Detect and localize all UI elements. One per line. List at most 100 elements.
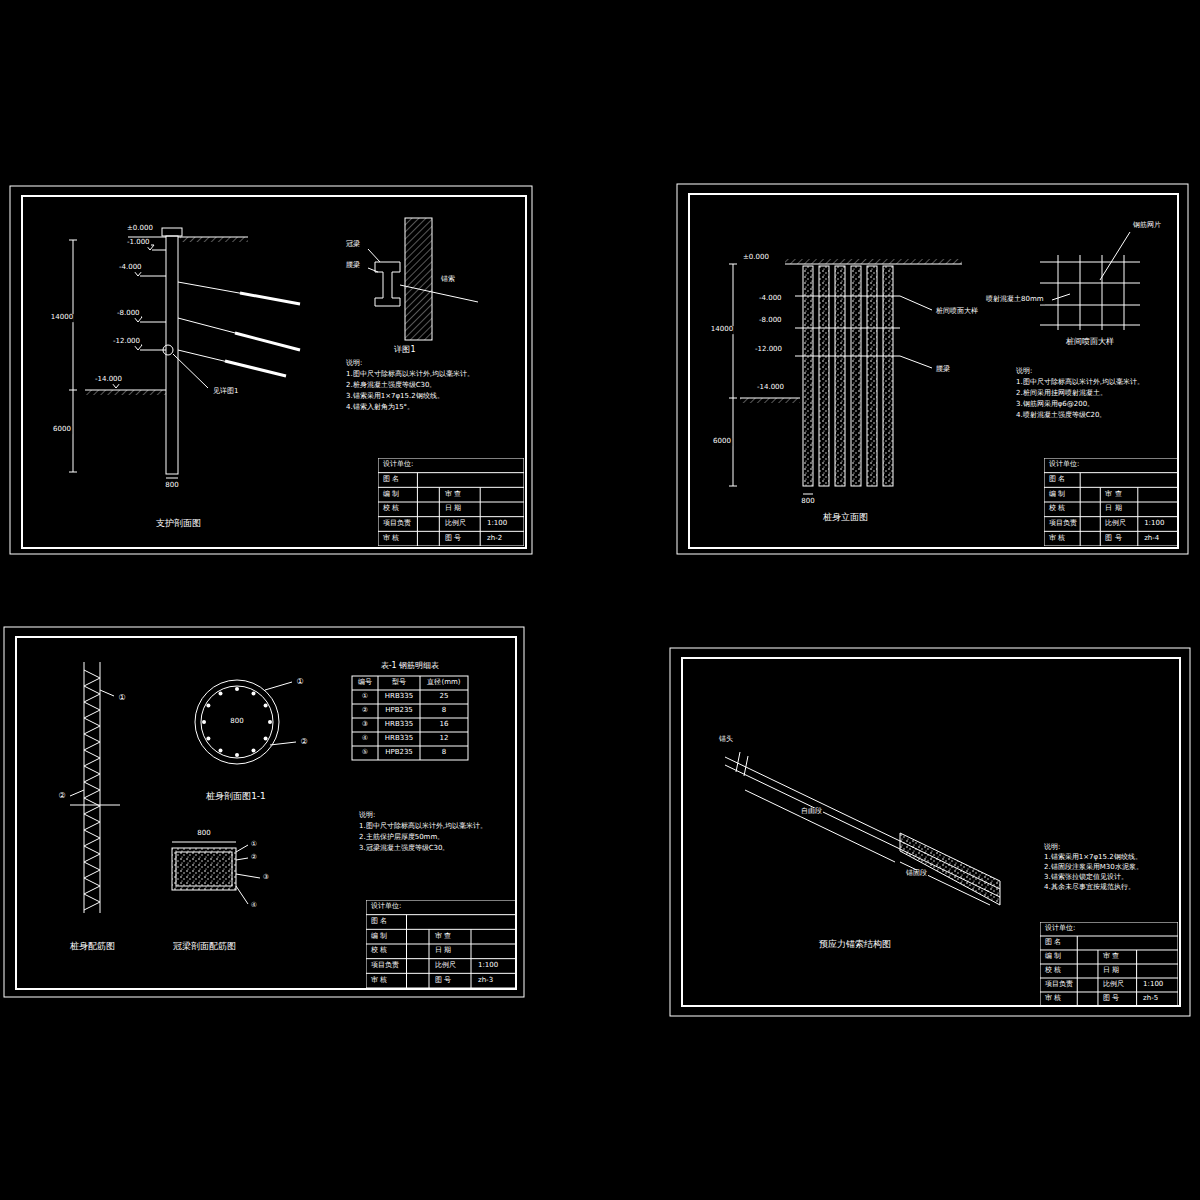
note-text: 4.其余未尽事宜按规范执行。 [1043,884,1136,892]
dimension: 800 [800,498,815,506]
part-name: 锚固段 [905,870,928,878]
dimension: 6000 [712,438,732,446]
callout-number: ④ [250,902,258,910]
drawing-title: 冠梁剖面配筋图 [172,942,237,952]
note-text: 1.图中尺寸除标高以米计外,均以毫米计。 [1015,379,1145,387]
title-block-text: 项目负责 [1044,981,1074,989]
note-text: 1.图中尺寸除标高以米计外,均以毫米计。 [345,371,475,379]
note-text: 2.桩间采用挂网喷射混凝土。 [1015,390,1108,398]
callout-number: ② [299,738,308,747]
dimension: 800 [164,482,179,490]
title-block-text: 比例尺 [1102,981,1125,989]
pile-section [69,218,478,478]
table-cell: 8 [441,749,447,757]
title-block-text: 设计单位: [1048,461,1080,469]
title-block-text: zh-3 [477,977,494,985]
note-text: 1.图中尺寸除标高以米计外,均以毫米计。 [358,823,488,831]
title-block-text: 比例尺 [434,962,457,970]
note-text: 说明: [1015,368,1033,376]
title-block-text: 审 查 [1104,491,1122,499]
title-block-text: 图 号 [1102,995,1120,1003]
part-name: 喷射混凝土80mm [985,296,1045,304]
callout-text: 腰梁 [935,366,951,374]
title-block-text: 项目负责 [370,962,400,970]
title-block-text: 审 核 [370,977,388,985]
callout-number: ① [295,678,304,687]
title-block-text: 比例尺 [444,520,467,528]
pile-elevation [729,232,1140,494]
drawing-title: 桩间喷面大样 [1065,338,1115,347]
title-block-text: 图 号 [1104,535,1122,543]
reinforcement-detail [70,662,468,913]
title-block-text: 编 制 [1044,953,1062,961]
table-cell: HRB335 [384,693,414,701]
title-block-text: 1:100 [486,520,508,528]
title-block-text: 设计单位: [1044,925,1076,933]
dimension: 14000 [50,314,74,322]
title-block-text: 日 期 [434,947,452,955]
drawing-title: 桩身立面图 [822,513,869,523]
title-block-text: 图 名 [382,476,400,484]
note-text: 2.锚固段注浆采用M30水泥浆。 [1043,864,1144,872]
title-block-text: 校 核 [1044,967,1062,975]
table-cell: ② [361,707,369,715]
elevation-mark: -4.000 [118,264,143,272]
table-cell: 12 [439,735,450,743]
note-text: 3.锚索张拉锁定值见设计。 [1043,874,1129,882]
title-block-text: 日 期 [1102,967,1120,975]
table-cell: 16 [439,721,450,729]
drawing-title: 预应力锚索结构图 [818,940,892,950]
title-block-text: 1:100 [1143,520,1165,528]
elevation-mark: ±0.000 [742,254,770,262]
table-cell: ① [361,693,369,701]
title-block-text: 设计单位: [370,903,402,911]
callout-number: ③ [262,874,270,882]
title-block-text: 1:100 [477,962,499,970]
drawing-title: 桩身剖面图1-1 [205,792,267,802]
sheet-frame [4,184,1190,1016]
title-block-text: 审 查 [1102,953,1120,961]
title-block-text: 项目负责 [382,520,412,528]
part-name: 锚头 [718,736,734,744]
title-block-text: 1:100 [1142,981,1164,989]
part-name: 钢筋网片 [1132,222,1162,230]
drawing-title: 桩身配筋图 [69,942,116,952]
part-name: 腰梁 [345,262,361,270]
elevation-mark: -8.000 [758,317,783,325]
table-cell: HPB235 [384,707,414,715]
elevation-mark: -12.000 [754,346,783,354]
table-cell: HPB235 [384,749,414,757]
title-block-text: 设计单位: [382,461,414,469]
title-block-text: 编 制 [382,491,400,499]
dimension: 14000 [710,326,734,334]
title-block-text: 图 名 [1048,476,1066,484]
table-cell: ③ [361,721,369,729]
rebar-dots [202,687,272,757]
title-block-text: 图 名 [370,918,388,926]
title-block-text: 图 号 [434,977,452,985]
title-block-text: 审 核 [1044,995,1062,1003]
elevation-mark: -1.000 [126,239,151,247]
title-block-text: 日 期 [1104,505,1122,513]
elevation-mark: -8.000 [116,310,141,318]
drawing-title: 详图1 [393,346,416,355]
table-cell: 25 [439,693,450,701]
title-block-text: zh-4 [1143,535,1160,543]
title-block-text: 项目负责 [1048,520,1078,528]
dimension: 6000 [52,426,72,434]
elevation-mark: -14.000 [756,384,785,392]
title-block-text: 审 查 [434,933,452,941]
callout-number: ② [250,854,258,862]
callout-text: 见详图1 [212,388,239,396]
elevation-mark: -12.000 [112,338,141,346]
title-block-text: 日 期 [444,505,462,513]
table-title: 表-1 钢筋明细表 [380,662,441,671]
callout-number: ② [57,792,66,801]
elevation-mark: -14.000 [94,376,123,384]
callout-text: 桩间喷面大样 [935,308,979,316]
note-text: 说明: [1043,844,1061,852]
title-block-text: 审 核 [1048,535,1066,543]
table-cell: 编号 [357,679,373,687]
title-block-text: 校 核 [370,947,388,955]
